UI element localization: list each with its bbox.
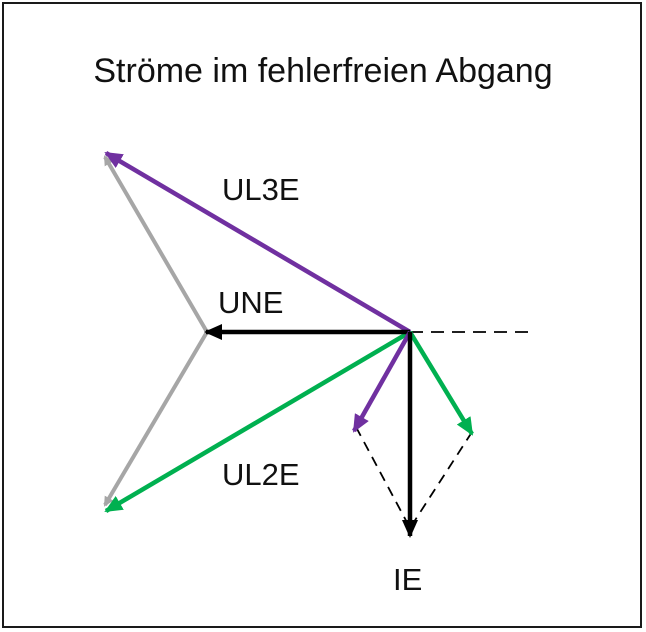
dashed-construction-left <box>355 426 411 529</box>
ul3e-vector <box>104 151 412 334</box>
current-component-purple <box>352 330 412 433</box>
current-component-green <box>408 330 474 436</box>
dashed-construction-right <box>409 431 473 529</box>
label-ul2e: UL2E <box>222 457 300 492</box>
label-ul3e: UL3E <box>222 172 300 207</box>
diagram-title: Ströme im fehlerfreien Abgang <box>93 52 553 90</box>
label-ie: IE <box>393 562 422 597</box>
gray-phasor-lower <box>103 330 209 507</box>
label-une: UNE <box>218 285 283 320</box>
ul2e-vector <box>104 330 412 513</box>
gray-phasor-upper <box>103 155 209 334</box>
